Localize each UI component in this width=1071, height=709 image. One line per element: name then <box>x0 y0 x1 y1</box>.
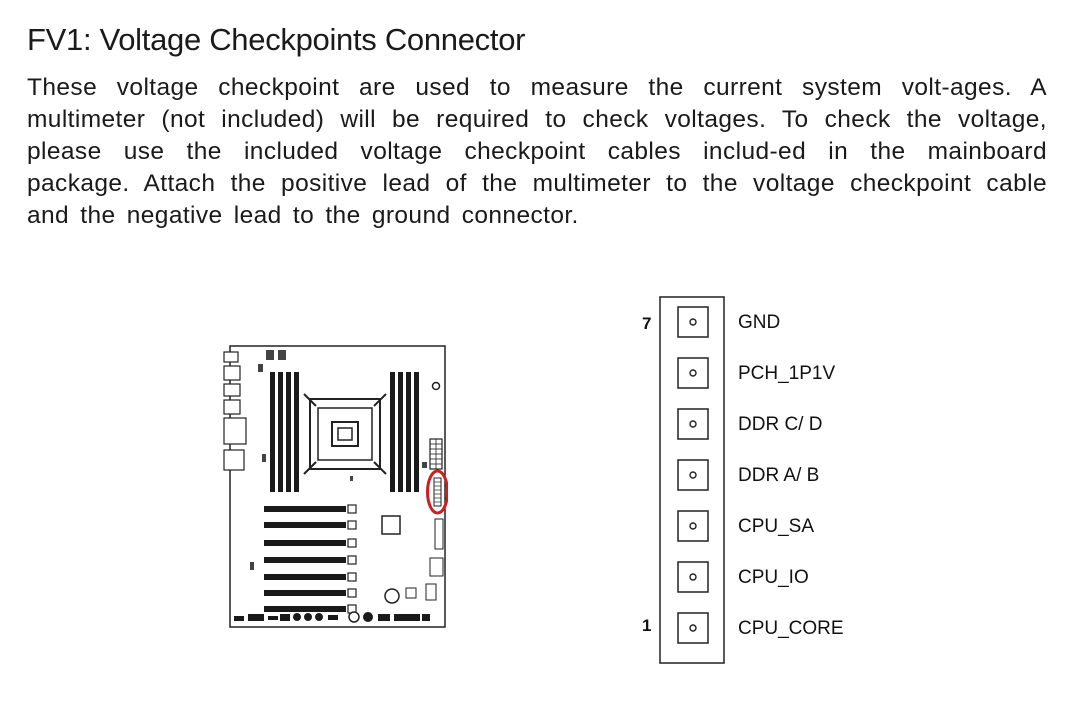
pin-hole <box>689 318 697 326</box>
pin-label: CPU_CORE <box>738 618 844 639</box>
page-title: FV1: Voltage Checkpoints Connector <box>27 22 526 57</box>
highlight-ellipse <box>426 469 448 515</box>
description-paragraph: These voltage checkpoint are used to mea… <box>27 74 1047 229</box>
pin-box <box>677 306 709 338</box>
pinout-diagram: 7 1 GND PCH_1P1V DDR C/ D DDR A/ B CPU_SA CPU… <box>642 296 844 664</box>
pin-hole <box>689 573 697 581</box>
pin-hole <box>689 420 697 428</box>
pin-label: GND <box>738 312 780 333</box>
pin-label: DDR C/ D <box>738 414 822 435</box>
pin-row: DDR C/ D <box>677 408 822 440</box>
pin-number-bottom: 1 <box>642 616 651 635</box>
pin-number-top: 7 <box>642 314 651 333</box>
pin-hole <box>689 522 697 530</box>
pin-row: CPU_IO <box>677 561 809 593</box>
pin-row: GND <box>677 306 780 338</box>
board-outline <box>229 345 446 628</box>
pin-row: CPU_CORE <box>677 612 844 644</box>
pin-hole <box>689 471 697 479</box>
pin-hole <box>689 369 697 377</box>
motherboard-diagram <box>223 345 448 628</box>
pin-label: CPU_SA <box>738 516 814 537</box>
pin-hole <box>689 624 697 632</box>
pin-label: DDR A/ B <box>738 465 819 486</box>
pin-row: CPU_SA <box>677 510 814 542</box>
pin-row: PCH_1P1V <box>677 357 835 389</box>
pin-row: DDR A/ B <box>677 459 819 491</box>
pin-label: PCH_1P1V <box>738 363 835 384</box>
pin-label: CPU_IO <box>738 567 809 588</box>
